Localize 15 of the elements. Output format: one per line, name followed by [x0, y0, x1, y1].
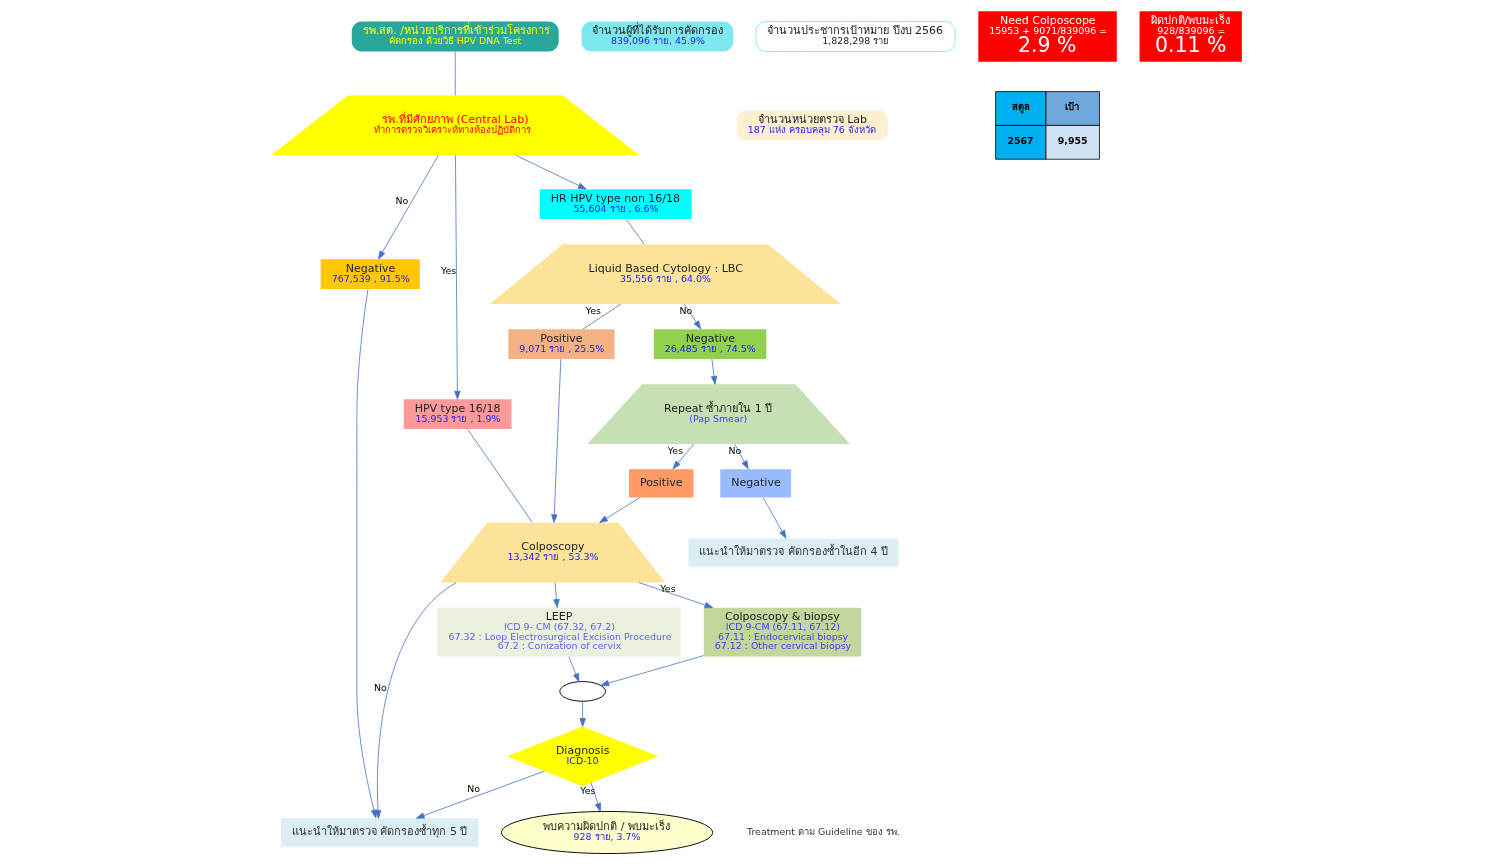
- node-label: Treatment ตาม Guideline ของ รพ.: [746, 825, 900, 837]
- edge-label: No: [678, 304, 692, 316]
- edge-label: No: [394, 195, 408, 207]
- edge-label: No: [466, 783, 480, 795]
- label: เป้า: [1064, 101, 1079, 113]
- edge-label: No: [373, 681, 387, 693]
- label: 2567: [1006, 134, 1034, 146]
- edge-label: Yes: [659, 583, 676, 595]
- label: 9,955: [1057, 134, 1088, 146]
- edge-label: Yes: [440, 265, 456, 277]
- edge-label: Yes: [579, 785, 595, 797]
- edge-label: Yes: [585, 305, 601, 317]
- edge-label: No: [727, 444, 741, 456]
- edge-label: Yes: [667, 444, 683, 456]
- label: สตูล: [1011, 101, 1030, 113]
